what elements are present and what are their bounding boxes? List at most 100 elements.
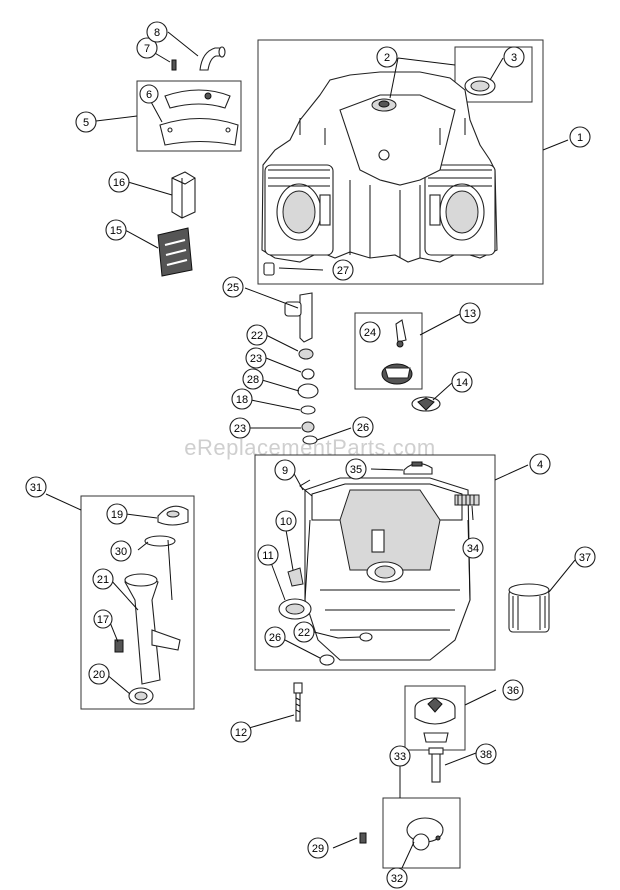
callout-label: 4 [537,459,543,471]
block-part-drawing [171,171,196,219]
callout-label: 20 [93,669,105,681]
dowel-pin-drawing [263,262,275,276]
callout-22-lower: 22 [293,621,315,643]
pickup-drawing [406,817,444,851]
callout-23-lower: 23 [229,417,251,439]
callout-label: 31 [30,482,42,494]
callout-label: 2 [384,52,390,64]
seal-detail-box [454,46,533,103]
callout-label: 15 [110,225,122,237]
callout-label: 23 [250,353,262,365]
callout-label: 1 [577,132,583,144]
callout-30: 30 [110,540,132,562]
pickup-box [382,797,461,869]
callout-label: 27 [337,265,349,277]
callout-label: 36 [507,685,519,697]
callout-32: 32 [386,867,408,889]
callout-26-upper: 26 [352,416,374,438]
callout-label: 33 [394,751,406,763]
pressure-relief-drawing [403,461,433,475]
callout-label: 6 [146,89,152,101]
callout-18: 18 [231,388,253,410]
washer-drawing [319,654,335,666]
callout-33: 33 [389,745,411,767]
callout-38: 38 [475,743,497,765]
callout-15: 15 [105,219,127,241]
callout-label: 22 [298,627,310,639]
oil-filter-drawing [508,583,550,633]
bolt-drawing [293,682,303,722]
callout-label: 14 [456,377,468,389]
callout-12: 12 [230,721,252,743]
callout-label: 5 [83,117,89,129]
callout-25: 25 [222,276,244,298]
callout-label: 38 [480,749,492,761]
callout-label: 9 [282,465,288,477]
callout-16: 16 [108,171,130,193]
callout-label: 21 [97,574,109,586]
callout-23-upper: 23 [245,347,267,369]
callout-label: 11 [262,550,273,562]
callout-label: 30 [115,546,127,558]
dipstick-tube-box [80,495,195,710]
callout-label: 37 [579,552,591,564]
callout-label: 19 [111,509,123,521]
callout-37: 37 [574,546,596,568]
callout-label: 17 [97,614,109,626]
callout-19: 19 [106,503,128,525]
callout-label: 3 [511,52,517,64]
callout-28: 28 [242,368,264,390]
callout-24: 24 [359,321,381,343]
callout-35: 35 [345,458,367,480]
callout-label: 8 [154,27,160,39]
callout-label: 18 [236,394,248,406]
governor-gear-drawing [411,396,441,412]
callout-29: 29 [307,837,329,859]
shaft-stack-drawing [284,292,319,445]
crankcase-drawing [261,71,498,263]
callout-1: 1 [569,126,591,148]
callout-label: 24 [364,327,376,339]
governor-box [354,312,423,390]
callout-7: 7 [136,37,158,59]
callout-34: 34 [462,537,484,559]
callout-5: 5 [75,111,97,133]
callout-label: 28 [247,374,259,386]
callout-label: 26 [357,422,369,434]
callout-20: 20 [88,663,110,685]
callout-9: 9 [274,459,296,481]
callout-label: 22 [251,330,263,342]
pump-shaft-drawing [428,747,444,783]
callout-label: 10 [280,516,292,528]
callout-26-lower: 26 [264,626,286,648]
seal-drawing [278,598,312,620]
callout-label: 35 [350,464,362,476]
callout-4: 4 [529,453,551,475]
callout-36: 36 [502,679,524,701]
oil-pump-drawing [414,697,456,743]
callout-8: 8 [146,21,168,43]
callout-21: 21 [92,568,114,590]
callout-10: 10 [275,510,297,532]
callout-22-upper: 22 [246,324,268,346]
callout-label: 13 [464,308,476,320]
dowel-drawing [359,632,373,642]
callout-2: 2 [376,46,398,68]
dipstick-drawing [114,505,189,705]
callout-3: 3 [503,46,525,68]
callout-label: 26 [269,632,281,644]
plug-drawing [287,567,304,587]
callout-label: 16 [113,177,125,189]
callout-31: 31 [25,476,47,498]
governor-drawing [381,319,413,385]
callout-11: 11 [257,544,279,566]
screw-drawing [359,832,367,844]
callout-label: 12 [235,727,247,739]
callout-13: 13 [459,302,481,324]
callout-label: 7 [144,43,150,55]
callout-label: 32 [391,873,403,885]
closure-plate-drawing [299,477,471,661]
callout-17: 17 [93,609,113,629]
